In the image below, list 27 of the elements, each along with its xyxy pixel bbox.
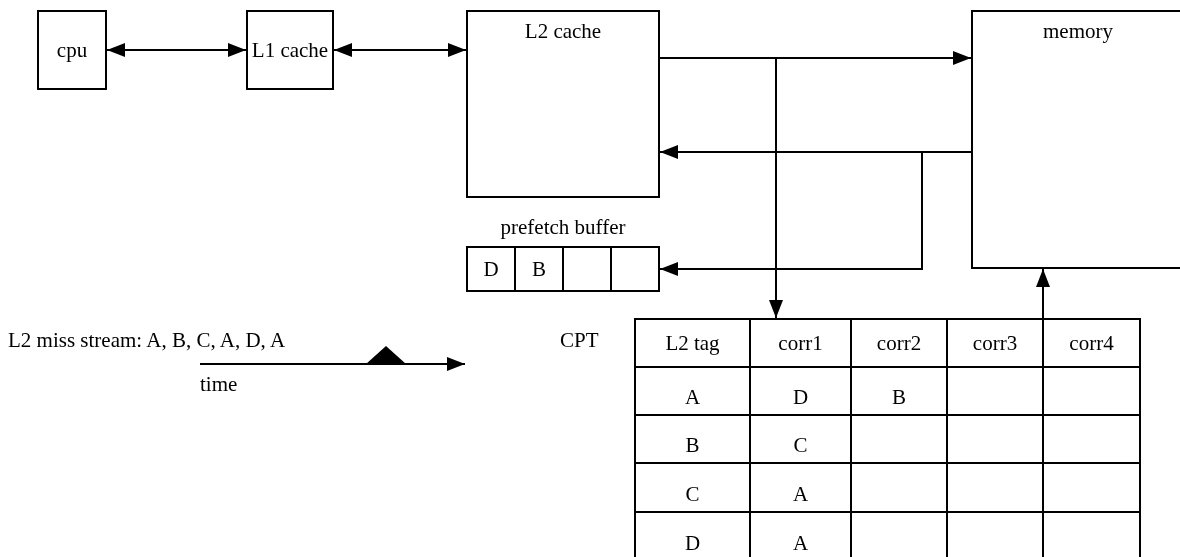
table-title: CPT [560, 327, 600, 353]
header-cell: corr4 [1043, 319, 1140, 367]
table-cell: A [750, 463, 851, 512]
table-cell: A [635, 367, 750, 415]
header-cell: corr3 [947, 319, 1043, 367]
arrow [333, 43, 467, 57]
buffer-title: prefetch buffer [499, 214, 627, 241]
axis-label: time [200, 372, 238, 397]
memory-box: memory [971, 10, 1180, 269]
table-cell: D [635, 512, 750, 557]
header-cell: L2 tag [635, 319, 750, 367]
header-cell: corr1 [750, 319, 851, 367]
miss-stream-text: L2 miss stream: A, B, C, A, D, A [8, 328, 286, 353]
table-cell: B [851, 367, 947, 415]
header-cell: corr2 [851, 319, 947, 367]
arrow [106, 43, 247, 57]
arrow [1036, 268, 1050, 319]
table-cell: B [635, 415, 750, 463]
arrow [659, 57, 783, 319]
buffer-entry: B [514, 248, 562, 290]
buffer-entry: D [482, 255, 500, 283]
cache-box: L1 cache [246, 10, 334, 90]
cache-box: L2 cache [466, 10, 660, 198]
table-cell: C [750, 415, 851, 463]
table-cell: D [750, 367, 851, 415]
cpu-box: cpu [37, 10, 107, 90]
table-cell: C [635, 463, 750, 512]
